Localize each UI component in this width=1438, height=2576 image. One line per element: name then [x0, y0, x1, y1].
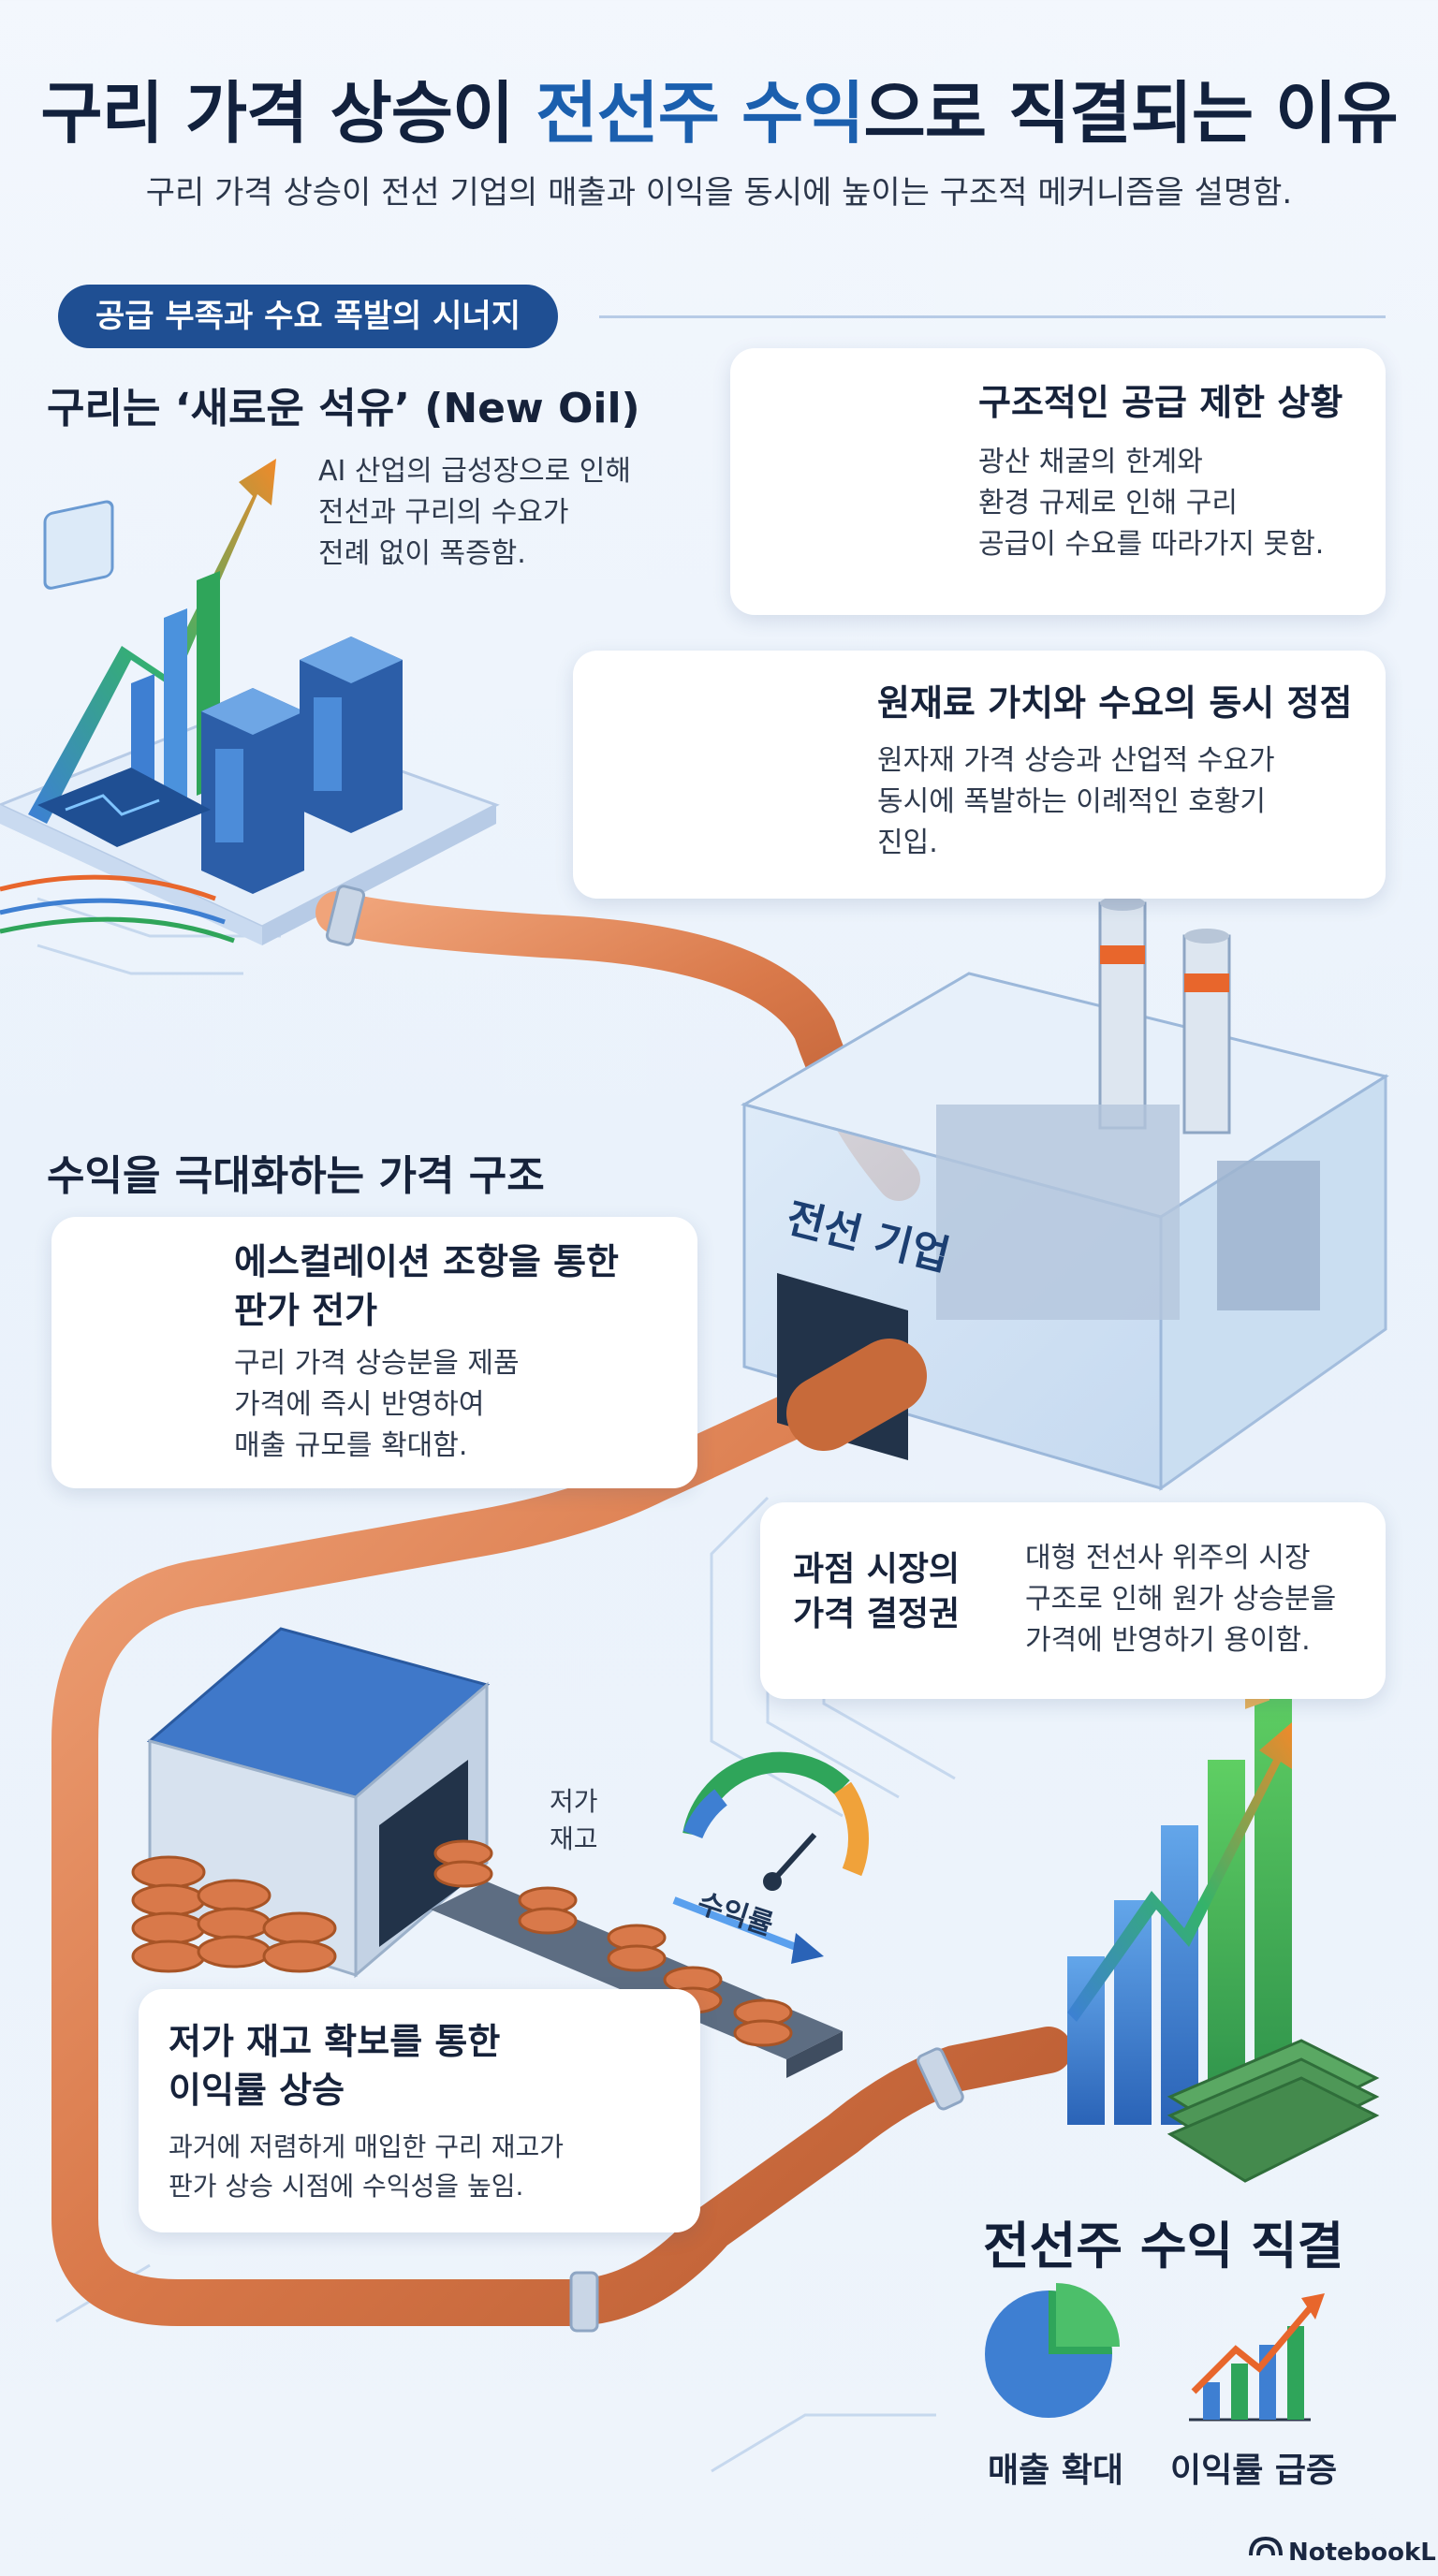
title-part1: 구리 가격 상승이	[40, 74, 536, 153]
page-title: 구리 가격 상승이 전선주 수익으로 직결되는 이유	[0, 58, 1438, 156]
title-part2: 으로 직결되는 이유	[863, 74, 1399, 153]
final-title: 전선주 수익 직결	[983, 2217, 1344, 2276]
supply-line-1: 광산 채굴의 한계와	[978, 446, 1203, 478]
escalation-line-3: 매출 규모를 확대함.	[234, 1429, 468, 1462]
low-cost-inventory-label: 저가 재고	[550, 1783, 598, 1858]
supply-card-text: 광산 채굴의 한계와 환경 규제로 인해 구리 공급이 수요를 따라가지 못함.	[978, 442, 1372, 565]
gauge-icon	[672, 1751, 869, 1964]
escalation-card-text: 구리 가격 상승분을 제품 가격에 즉시 반영하여 매출 규모를 확대함.	[234, 1343, 609, 1467]
peak-card-title: 원재료 가치와 수요의 동시 정점	[877, 682, 1353, 724]
inventory-title-line-2: 이익률 상승	[169, 2070, 345, 2111]
inventory-line-1: 과거에 저렴하게 매입한 구리 재고가	[169, 2131, 565, 2162]
section-pill-synergy: 공급 부족과 수요 폭발의 시너지	[58, 285, 558, 348]
inventory-card-text: 과거에 저렴하게 매입한 구리 재고가 판가 상승 시점에 수익성을 높임.	[169, 2128, 693, 2206]
new-oil-line-2: 전선과 구리의 수요가	[318, 496, 569, 529]
page-subtitle: 구리 가격 상승이 전선 기업의 매출과 이익을 동시에 높이는 구조적 메커니…	[145, 174, 1293, 212]
price-structure-heading: 수익을 극대화하는 가격 구조	[47, 1152, 545, 1200]
peak-line-3: 진입.	[877, 827, 938, 859]
escalation-line-2: 가격에 즉시 반영하여	[234, 1388, 485, 1421]
notebooklm-logo-icon	[1249, 2536, 1283, 2556]
inventory-label-line-2: 재고	[550, 1823, 598, 1854]
oligopoly-line-3: 가격에 반영하기 용이함.	[1025, 1624, 1311, 1657]
oligopoly-card: 과점 시장의 가격 결정권 대형 전선사 위주의 시장 구조로 인해 원가 상승…	[760, 1502, 1386, 1699]
money-icon	[1067, 1578, 1380, 2183]
section-divider	[599, 315, 1386, 318]
bar-growth-icon	[1189, 2293, 1325, 2422]
revenue-label: 매출 확대	[988, 2452, 1124, 2490]
escalation-card-title: 에스컬레이션 조항을 통한 판가 전가	[234, 1237, 619, 1335]
brand-label: NotebookLM	[1288, 2539, 1438, 2567]
peak-line-1: 원자재 가격 상승과 산업적 수요가	[877, 744, 1275, 777]
pie-chart-icon	[985, 2283, 1120, 2418]
margin-label: 이익률 급증	[1170, 2452, 1338, 2490]
new-oil-line-3: 전례 없이 폭증함.	[318, 537, 526, 570]
escalation-title-line-2: 판가 전가	[234, 1290, 378, 1331]
new-oil-text: AI 산업의 급성장으로 인해 전선과 구리의 수요가 전례 없이 폭증함.	[318, 451, 712, 575]
peak-card: 원재료 가치와 수요의 동시 정점 원자재 가격 상승과 산업적 수요가 동시에…	[573, 651, 1386, 899]
server-icon	[0, 459, 500, 945]
new-oil-line-1: AI 산업의 급성장으로 인해	[318, 455, 631, 488]
inventory-label-line-1: 저가	[550, 1786, 598, 1817]
escalation-line-1: 구리 가격 상승분을 제품	[234, 1347, 520, 1380]
supply-line-3: 공급이 수요를 따라가지 못함.	[978, 528, 1325, 561]
supply-line-2: 환경 규제로 인해 구리	[978, 487, 1239, 520]
oligopoly-card-title: 과점 시장의 가격 결정권	[793, 1547, 960, 1637]
peak-line-2: 동시에 폭발하는 이례적인 호황기	[877, 785, 1267, 818]
factory-icon	[741, 896, 1389, 1491]
oligopoly-card-text: 대형 전선사 위주의 시장 구조로 인해 원가 상승분을 가격에 반영하기 용이…	[1025, 1538, 1381, 1661]
supply-card-title: 구조적인 공급 제한 상황	[978, 382, 1343, 423]
inventory-title-line-1: 저가 재고 확보를 통한	[169, 2021, 501, 2062]
inventory-card-title: 저가 재고 확보를 통한 이익률 상승	[169, 2017, 500, 2115]
inventory-card: 저가 재고 확보를 통한 이익률 상승 과거에 저렴하게 매입한 구리 재고가 …	[139, 1989, 700, 2232]
oligopoly-title-line-2: 가격 결정권	[793, 1595, 961, 1633]
oligopoly-line-1: 대형 전선사 위주의 시장	[1025, 1542, 1311, 1574]
escalation-card: 에스컬레이션 조항을 통한 판가 전가 구리 가격 상승분을 제품 가격에 즉시…	[51, 1217, 697, 1488]
title-highlight: 전선주 수익	[536, 74, 864, 153]
escalation-title-line-1: 에스컬레이션 조항을 통한	[234, 1241, 620, 1282]
oligopoly-title-line-1: 과점 시장의	[793, 1550, 961, 1588]
oligopoly-line-2: 구조로 인해 원가 상승분을	[1025, 1583, 1337, 1616]
inventory-line-2: 판가 상승 시점에 수익성을 높임.	[169, 2171, 524, 2202]
new-oil-title: 구리는 ‘새로운 석유’ (New Oil)	[47, 385, 640, 432]
supply-card: 구조적인 공급 제한 상황 광산 채굴의 한계와 환경 규제로 인해 구리 공급…	[730, 348, 1386, 615]
peak-card-text: 원자재 가격 상승과 산업적 수요가 동시에 폭발하는 이례적인 호황기 진입.	[877, 740, 1373, 864]
